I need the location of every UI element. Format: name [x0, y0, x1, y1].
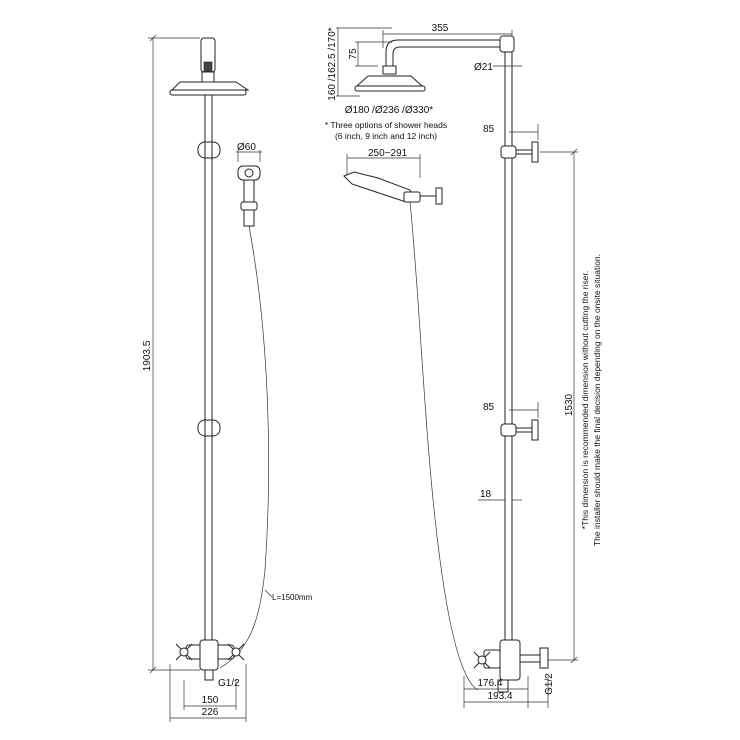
arm-length-dimension: 355 — [382, 23, 513, 48]
handset-reach-label: 250~291 — [368, 148, 408, 159]
head-height-dimension: 160 /162.5 /170* — [327, 27, 392, 101]
head-height-label: 160 /162.5 /170* — [327, 27, 338, 101]
side-handle-cross — [473, 651, 491, 669]
depth-inner-label: 176.4 — [477, 678, 502, 689]
head-drop-label: 75 — [348, 48, 359, 60]
right-handle-cross — [227, 643, 245, 661]
bracket-upper-label: 85 — [483, 124, 495, 135]
total-height-dimension: 1903.5 — [142, 34, 200, 674]
recommended-height-label: 1530 — [564, 393, 575, 416]
inlet-right-label: G1/2 — [544, 673, 555, 695]
inlet-left-label: G1/2 — [218, 678, 240, 689]
hose-length-label: L=1500mm — [272, 593, 313, 602]
mixer-valve-front: G1/2 — [175, 639, 245, 689]
bottom-width-dimensions: 150 226 — [169, 664, 247, 722]
total-height-label: 1903.5 — [142, 340, 153, 371]
riser-pipe-side: Ø21 — [474, 52, 522, 640]
head-drop-dimension: 75 — [348, 41, 392, 67]
side-view: 355 75 160 /162.5 /170* Ø180 / — [325, 23, 602, 708]
shower-heads-note-line2: (6 inch, 9 inch and 12 inch) — [335, 131, 437, 141]
centers-inner-label: 150 — [202, 695, 219, 706]
upper-riser-bracket — [197, 141, 221, 159]
bottom-depth-dimensions: 176.4 193.4 — [463, 676, 549, 708]
centers-outer-label: 226 — [202, 707, 219, 718]
riser-offset-dimension: 18 — [478, 489, 522, 501]
lower-bracket-side: 85 — [483, 402, 539, 441]
recommended-height-dimension: 1530 — [540, 148, 578, 664]
depth-outer-label: 193.4 — [487, 691, 512, 702]
riser-note-line1: *This dimension is recommended dimension… — [580, 271, 590, 529]
riser-note-line2: The installer should make the final deci… — [592, 254, 602, 546]
shower-head-side — [354, 65, 426, 92]
shower-heads-note-line1: * Three options of shower heads — [325, 120, 447, 130]
handset-diameter-label: Ø60 — [237, 142, 256, 153]
shower-arm — [385, 35, 515, 66]
hose-front — [219, 225, 269, 669]
left-handle-cross — [175, 643, 193, 661]
handset-side: 250~291 — [343, 148, 443, 205]
riser-offset-label: 18 — [480, 489, 492, 500]
upper-bracket-side: 85 — [483, 124, 539, 163]
shower-head-front — [169, 71, 250, 96]
handset-front: Ø60 — [236, 142, 262, 227]
bracket-lower-label: 85 — [483, 402, 495, 413]
mixer-valve-side: G1/2 — [473, 639, 555, 695]
hose-side — [409, 201, 479, 691]
riser-diameter-label: Ø21 — [474, 62, 493, 73]
arm-length-label: 355 — [432, 23, 449, 34]
head-diameter-label: Ø180 /Ø236 /Ø330* — [345, 105, 434, 116]
front-view: 1903.5 — [142, 34, 313, 722]
lower-riser-bracket — [197, 419, 221, 437]
